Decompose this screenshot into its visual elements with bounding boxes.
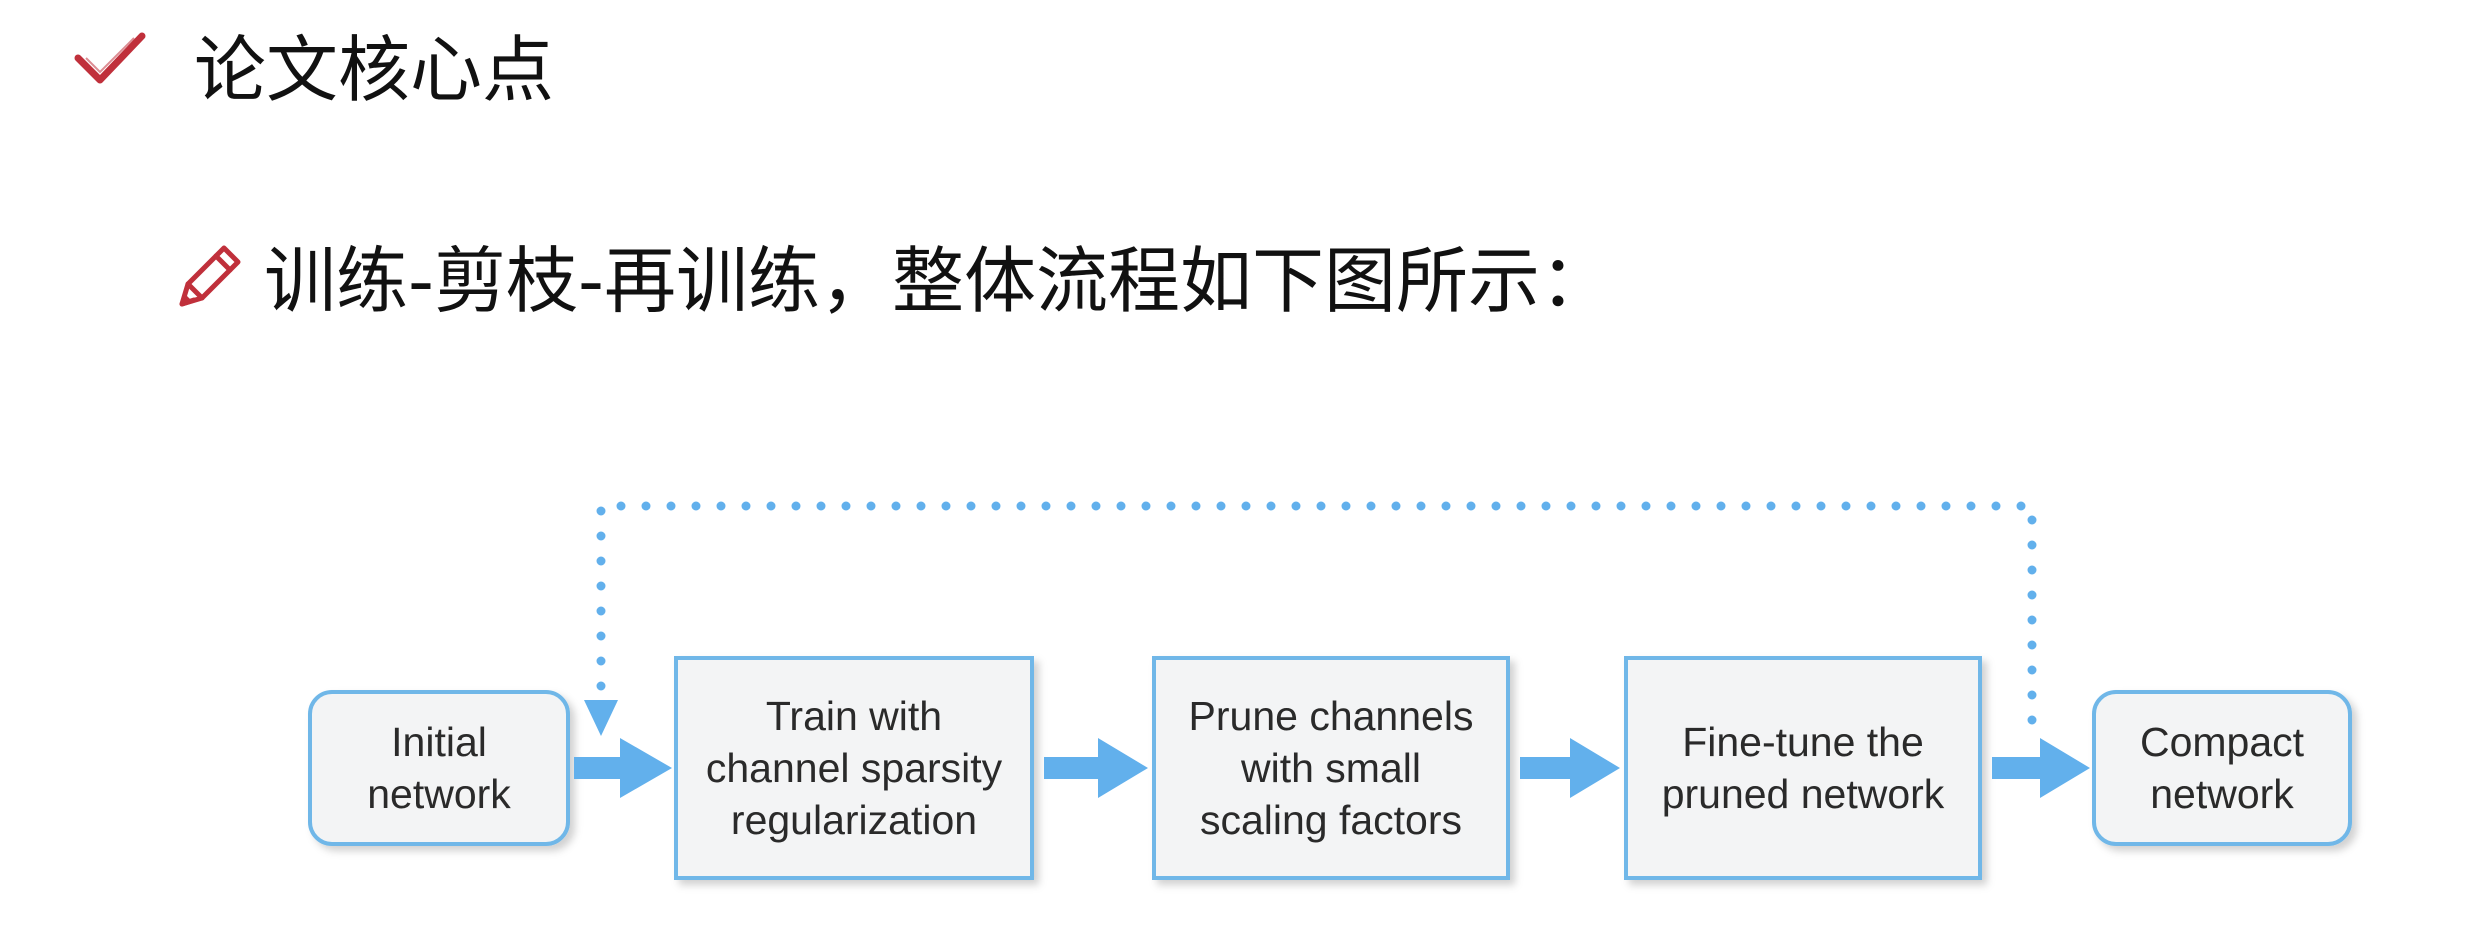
box-train [674, 656, 1034, 880]
arrow-3 [1520, 738, 1620, 798]
box-label-initial-network: Initial network [367, 719, 511, 817]
box-label-prune: Prune channels with small scaling factor… [1188, 693, 1474, 843]
box-compact-network [2092, 690, 2352, 846]
arrow-2 [1044, 738, 1148, 798]
page-title: 论文核心点 [194, 28, 555, 112]
check-icon [74, 32, 146, 84]
box-label-compact-network: Compact network [2139, 719, 2305, 817]
box-initial-network [308, 690, 570, 846]
box-fine-tune [1624, 656, 1982, 880]
subtitle-text: 训练-剪枝-再训练，整体流程如下图所示： [264, 239, 1612, 323]
loop-dotted-line [596, 501, 2037, 725]
arrow-4 [1992, 738, 2090, 798]
box-label-fine-tune: Fine-tune the pruned network [1661, 719, 1945, 817]
box-label-train: Train with channel sparsity regularizati… [705, 693, 1003, 843]
box-prune [1152, 656, 1510, 880]
arrow-1 [574, 738, 672, 798]
pencil-icon [179, 245, 241, 307]
loop-arrowhead [584, 700, 618, 736]
